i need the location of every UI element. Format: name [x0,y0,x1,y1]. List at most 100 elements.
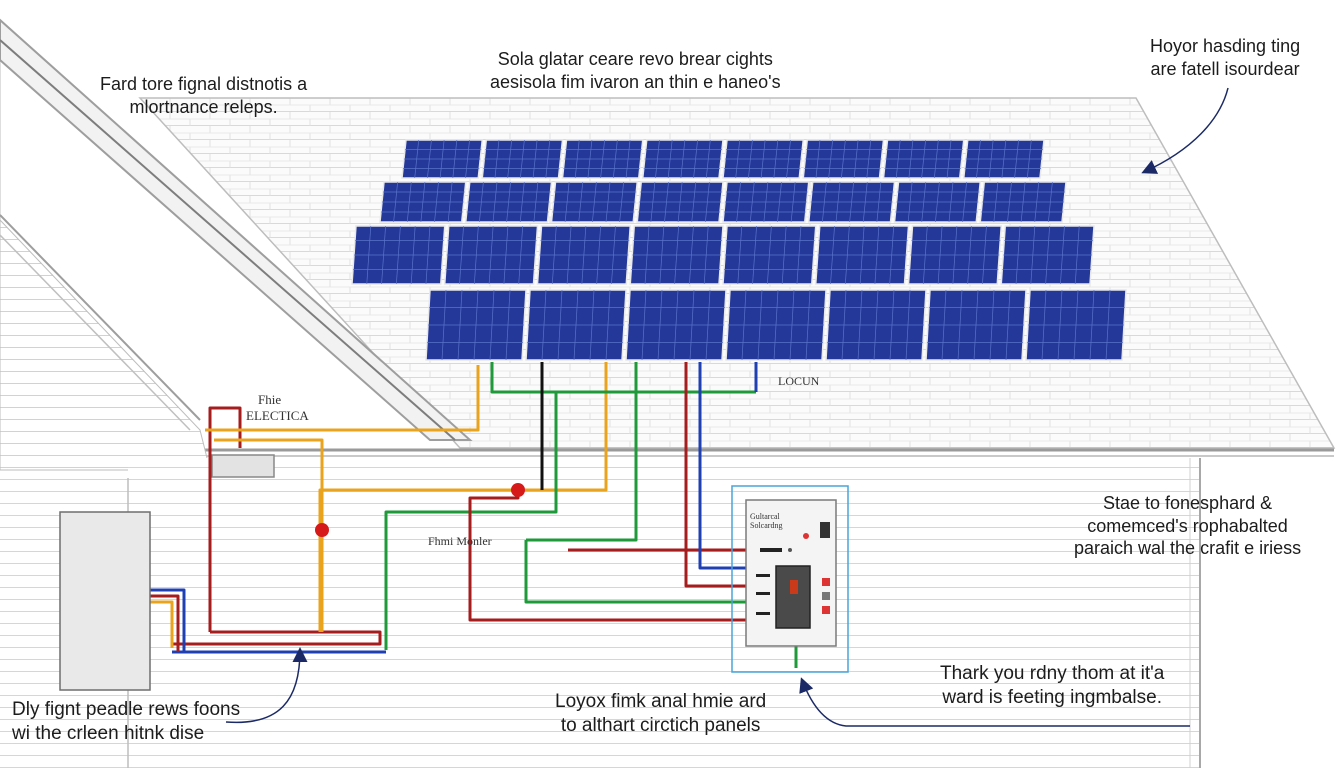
wire-red-bottom [172,630,382,646]
label-roof-small-2: ELECTICA [246,408,309,423]
house-wall [128,458,1200,768]
meter-box [59,511,151,691]
solar-cell-line [760,139,766,179]
solar-cell-line [619,181,624,223]
solar-cell-line [689,225,694,285]
junction-dot-center [511,483,525,497]
solar-cell-line [976,139,981,179]
solar-cell-line [396,225,401,285]
solar-cell-line [644,225,650,285]
solar-cell-line [962,181,967,223]
solar-cell-line [545,139,551,179]
solar-cell-line [650,181,656,223]
solar-cell-line [705,289,711,361]
solar-cell-line [749,181,755,223]
solar-cell-line [447,181,453,223]
solar-cell-line [973,289,979,361]
solar-cell-line [781,225,787,285]
solar-cell-line [587,139,593,179]
solar-cell-line [366,225,372,285]
solar-cell-line [767,225,772,285]
junction-dot-left [315,523,329,537]
gutter-box [211,454,275,478]
solar-cell-line [520,139,525,179]
solar-cell-line [705,181,710,223]
solar-cell-line [664,181,669,223]
solar-cell-line [786,139,791,179]
solar-cell-line [876,181,882,223]
solar-cell-line [835,181,841,223]
solar-cell-line [533,181,539,223]
solar-cell-line [703,225,709,285]
solar-cell-line [933,139,939,179]
solar-array [351,139,1127,361]
solar-cell-line [859,225,865,285]
solar-cell-line [677,181,683,223]
solar-cell-line [993,181,999,223]
label-bottom-right: Thark you rdny thom at it'a ward is feet… [940,663,1165,708]
solar-cell-line [741,289,747,361]
solar-cell-line [611,225,616,285]
solar-cell-line [957,289,963,361]
solar-cell-line [505,289,511,361]
solar-cell-line [494,139,500,179]
solar-cell-line [427,139,432,179]
solar-cell-line [503,225,509,285]
wire-meter-red [150,594,180,652]
wiring [150,362,798,668]
solar-cell-line [691,181,697,223]
solar-cell-line [439,139,445,179]
solar-cell-line [589,289,595,361]
solar-cell-line [566,225,572,285]
solar-cell-line [641,289,647,361]
wire-red-panel-2 [684,362,746,588]
solar-cell-line [434,181,439,223]
wire-green-panel [524,540,746,604]
wire-meter-orange [150,600,174,648]
electrical-panel-frame [731,485,849,673]
solar-cell-line [796,225,802,285]
solar-cell-line [673,289,679,361]
callout-arrow-top-right [1141,87,1229,174]
solar-cell-line [815,139,821,179]
solar-cell-line [674,225,679,285]
solar-cell-line [600,139,605,179]
solar-cell-line [479,181,484,223]
wire-red-left [208,406,242,632]
solar-cell-line [773,139,779,179]
solar-cell-line [414,139,420,179]
wire-orange-left [214,438,324,632]
solar-cell-line [874,225,880,285]
label-roof-small-3: LOCUN [778,374,820,388]
solar-cell-line [406,181,412,223]
callout-arrow-bottom-left [225,647,308,724]
solar-cell-line [790,181,796,223]
solar-cell-line [1015,225,1021,285]
solar-cell-line [805,289,811,361]
label-roof-small-1: Fhie [258,392,282,407]
solar-cell-line [828,139,834,179]
solar-cell-line [907,181,913,223]
solar-cell-line [605,289,611,361]
label-wall-small: Fhmi Monler [428,534,492,548]
solar-cell-line [574,139,580,179]
solar-cell-line [841,289,847,361]
solar-cell-line [1014,139,1019,179]
solar-cell-line [952,225,958,285]
label-bottom-center: Loyox fimk anal hmie ard to althart circ… [555,691,767,736]
solar-cell-line [410,225,416,285]
solar-cell-line [488,225,494,285]
solar-cell-line [1060,225,1065,285]
solar-cell-line [857,289,863,361]
gable-end [0,60,211,471]
solar-cell-line [1034,181,1040,223]
solar-cell-line [889,289,895,361]
solar-cell-line [735,139,741,179]
gable-roof-edge [0,18,473,441]
solar-cell-line [937,225,943,285]
wire-green-roof [490,362,756,394]
solar-cell-line [680,139,686,179]
solar-cell-line [1089,289,1095,361]
solar-cell-line [465,139,470,179]
